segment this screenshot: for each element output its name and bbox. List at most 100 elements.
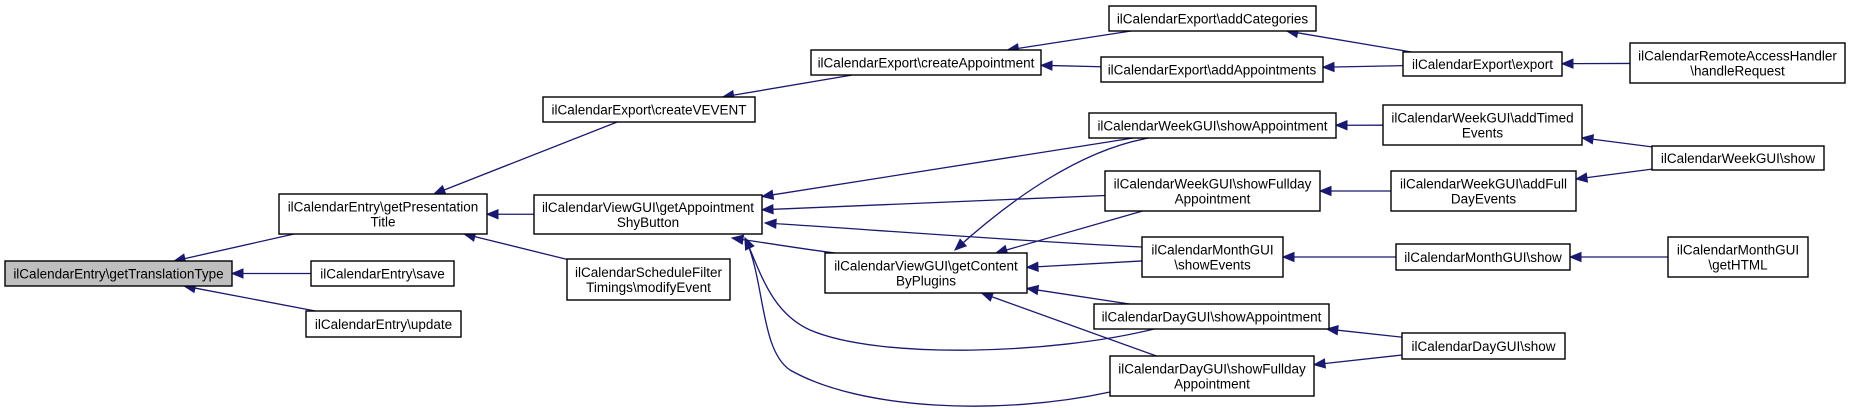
node-weekShowAppointment[interactable]: ilCalendarWeekGUI\showAppointment	[1088, 112, 1337, 139]
edge-line	[1586, 168, 1653, 179]
edge-update-to-getTranslationType	[182, 283, 316, 312]
edge-line	[474, 236, 568, 261]
node-export[interactable]: ilCalendarExport\export	[1402, 51, 1563, 77]
edge-monthShowEvents-to-getContentByPlugins	[1025, 260, 1143, 272]
node-createAppointment[interactable]: ilCalendarExport\createAppointment	[810, 49, 1042, 76]
edge-line	[1324, 354, 1403, 365]
edge-addFullDayEvents-to-weekShowFulldayAppointment	[1318, 185, 1391, 197]
node-box	[542, 96, 756, 123]
node-box	[810, 49, 1042, 76]
node-label: ilCalendarExport\export	[1412, 57, 1553, 72]
node-label: ilCalendarEntry\getPresentation	[288, 200, 479, 215]
edge-dayShowFulldayAppointment-to-getAppointmentShyButton	[744, 236, 1111, 407]
node-getTranslationType: ilCalendarEntry\getTranslationType	[4, 260, 233, 287]
node-box	[1402, 51, 1563, 77]
arrowhead-icon	[1025, 284, 1040, 296]
node-box	[824, 252, 1028, 294]
node-weekShow[interactable]: ilCalendarWeekGUI\show	[1651, 145, 1825, 171]
node-label: ilCalendarDayGUI\showAppointment	[1102, 310, 1322, 325]
node-label: ilCalendarWeekGUI\addTimed	[1391, 111, 1573, 126]
node-update[interactable]: ilCalendarEntry\update	[305, 310, 462, 338]
arrowhead-icon	[760, 189, 775, 200]
edge-line	[1037, 260, 1143, 268]
node-box	[1401, 332, 1566, 360]
node-getHTML[interactable]: ilCalendarMonthGUI\getHTML	[1667, 236, 1809, 278]
node-addAppointments[interactable]: ilCalendarExport\addAppointments	[1100, 56, 1324, 83]
node-label: ilCalendarExport\createVEVENT	[551, 103, 746, 118]
node-box	[1629, 42, 1846, 84]
node-label: Appointment	[1175, 192, 1251, 207]
node-dayShowAppointment[interactable]: ilCalendarDayGUI\showAppointment	[1093, 303, 1330, 330]
edge-line	[744, 237, 1111, 407]
edge-line	[1037, 289, 1130, 305]
edge-createVEVENT-to-getPresentationTitle	[432, 121, 618, 195]
edge-line	[1333, 64, 1404, 68]
node-monthShow[interactable]: ilCalendarMonthGUI\show	[1395, 243, 1571, 271]
node-getAppointmentShyButton[interactable]: ilCalendarViewGUI\getAppointmentShyButto…	[533, 194, 763, 235]
arrowhead-icon	[1318, 185, 1332, 197]
edge-dayShowAppointment-to-getContentByPlugins	[1025, 284, 1130, 305]
arrowhead-icon	[485, 208, 499, 220]
arrowhead-icon	[1321, 61, 1335, 73]
node-label: ilCalendarViewGUI\getAppointment	[542, 200, 754, 215]
edge-weekShowAppointment-to-getAppointmentShyButton	[760, 137, 1134, 200]
node-box	[1108, 5, 1317, 32]
edge-line	[764, 222, 1143, 248]
node-label: Appointment	[1174, 377, 1250, 392]
node-label: ilCalendarWeekGUI\showFullday	[1114, 177, 1312, 192]
edge-save-to-getTranslationType	[230, 268, 311, 279]
node-box	[4, 260, 233, 287]
node-label: ilCalendarMonthGUI	[1677, 243, 1799, 258]
edge-getPresentationTitle-to-getTranslationType	[172, 233, 295, 264]
node-createVEVENT[interactable]: ilCalendarExport\createVEVENT	[542, 96, 756, 123]
node-box	[1141, 236, 1284, 278]
node-handleRequest[interactable]: ilCalendarRemoteAccessHandler\handleRequ…	[1629, 42, 1846, 84]
edge-line	[1297, 32, 1412, 53]
arrowhead-icon	[432, 184, 447, 195]
edge-weekShow-to-addFullDayEvents	[1574, 168, 1653, 183]
node-dayShow[interactable]: ilCalendarDayGUI\show	[1401, 332, 1566, 360]
arrowhead-icon	[744, 236, 755, 251]
node-label: ilCalendarEntry\getTranslationType	[13, 267, 223, 282]
edge-monthShowEvents-to-getAppointmentShyButton	[763, 218, 1143, 248]
edge-weekShowFulldayAppointment-to-getAppointmentShyButton	[760, 194, 1106, 215]
node-save[interactable]: ilCalendarEntry\save	[310, 260, 455, 287]
edge-getHTML-to-monthShow	[1568, 251, 1668, 263]
node-addCategories[interactable]: ilCalendarExport\addCategories	[1108, 5, 1317, 32]
node-label: ByPlugins	[896, 274, 956, 289]
arrowhead-icon	[763, 218, 777, 229]
edge-line	[991, 296, 1157, 357]
edge-line	[1006, 210, 1143, 251]
node-label: DayEvents	[1451, 192, 1517, 207]
node-box	[305, 310, 462, 338]
node-box	[566, 258, 731, 301]
node-box	[278, 193, 488, 235]
node-modifyEvent[interactable]: ilCalendarScheduleFilterTimings\modifyEv…	[566, 258, 731, 301]
node-box	[1382, 104, 1583, 146]
node-label: ilCalendarScheduleFilter	[575, 265, 723, 280]
node-label: ilCalendarWeekGUI\showAppointment	[1097, 119, 1327, 134]
node-monthShowEvents[interactable]: ilCalendarMonthGUI\showEvents	[1141, 236, 1284, 278]
arrowhead-icon	[760, 204, 774, 215]
node-box	[1667, 236, 1809, 278]
edge-modifyEvent-to-getPresentationTitle	[462, 231, 568, 261]
node-box	[1395, 243, 1571, 271]
edge-addTimedEvents-to-weekShowAppointment	[1334, 120, 1384, 131]
edge-weekShowAppointment-to-getContentByPlugins	[954, 137, 1150, 251]
node-label: ilCalendarExport\addAppointments	[1108, 63, 1317, 78]
node-label: ShyButton	[617, 215, 679, 230]
node-label: \handleRequest	[1690, 64, 1785, 79]
edge-addAppointments-to-createAppointment	[1039, 60, 1102, 71]
node-label: ilCalendarViewGUI\getContent	[834, 259, 1018, 274]
arrowhead-icon	[1568, 251, 1582, 263]
node-label: ilCalendarDayGUI\showFullday	[1118, 362, 1306, 377]
node-label: ilCalendarExport\createAppointment	[818, 56, 1035, 71]
arrowhead-icon	[1560, 58, 1574, 69]
